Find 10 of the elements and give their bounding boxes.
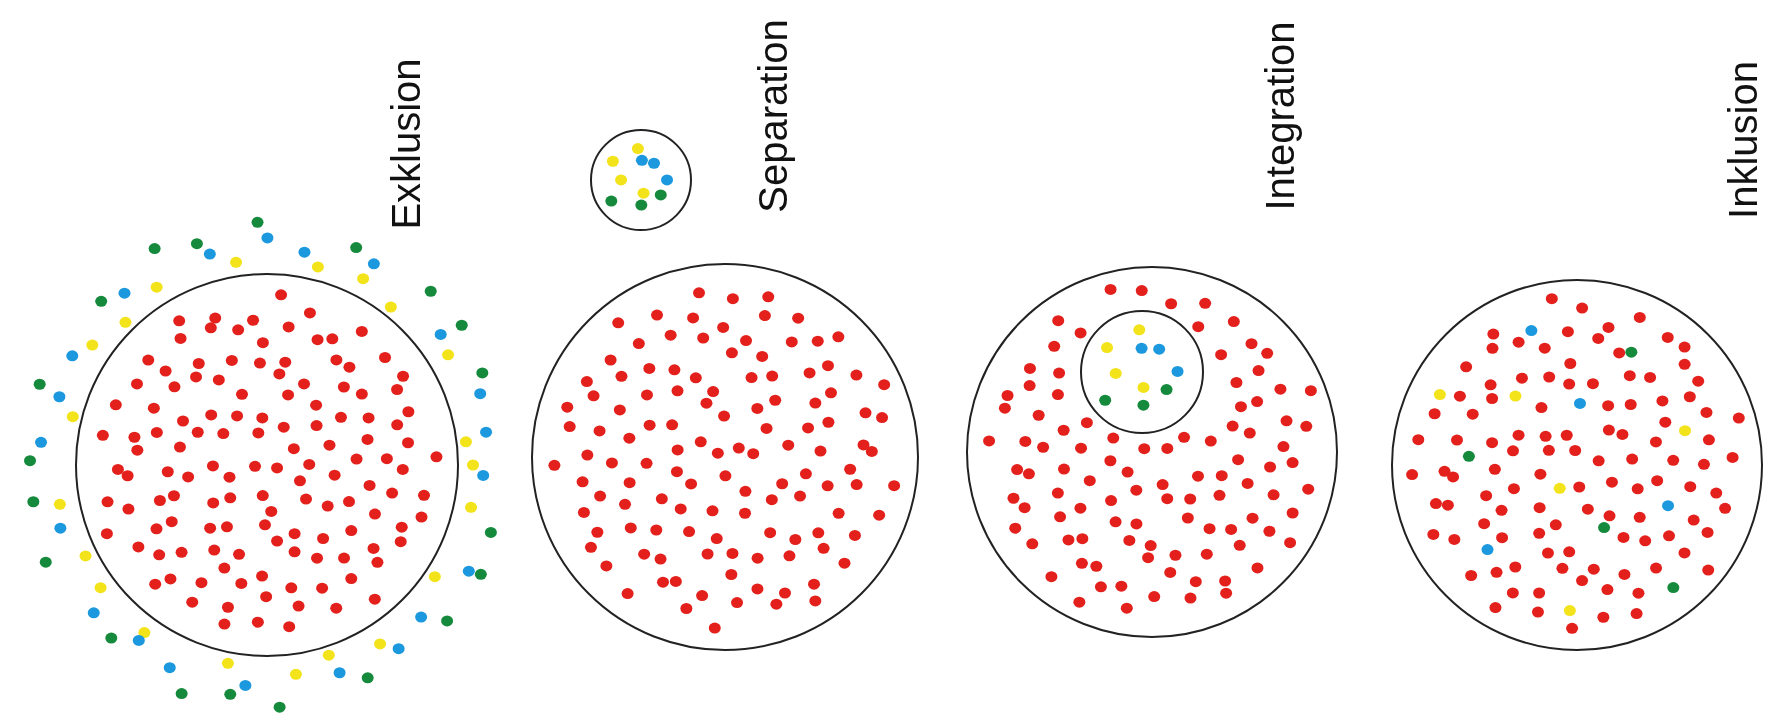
circle: [1080, 310, 1204, 434]
circle: [1391, 279, 1763, 651]
circle: [75, 273, 459, 657]
circle-label: Integration: [1260, 21, 1300, 211]
circle-label: Separation: [753, 19, 793, 213]
circle: [590, 129, 692, 231]
circle-label: Inklusion: [1723, 61, 1763, 219]
circle-label: Exklusion: [386, 58, 426, 230]
circle: [531, 263, 919, 651]
circle: [966, 266, 1338, 638]
